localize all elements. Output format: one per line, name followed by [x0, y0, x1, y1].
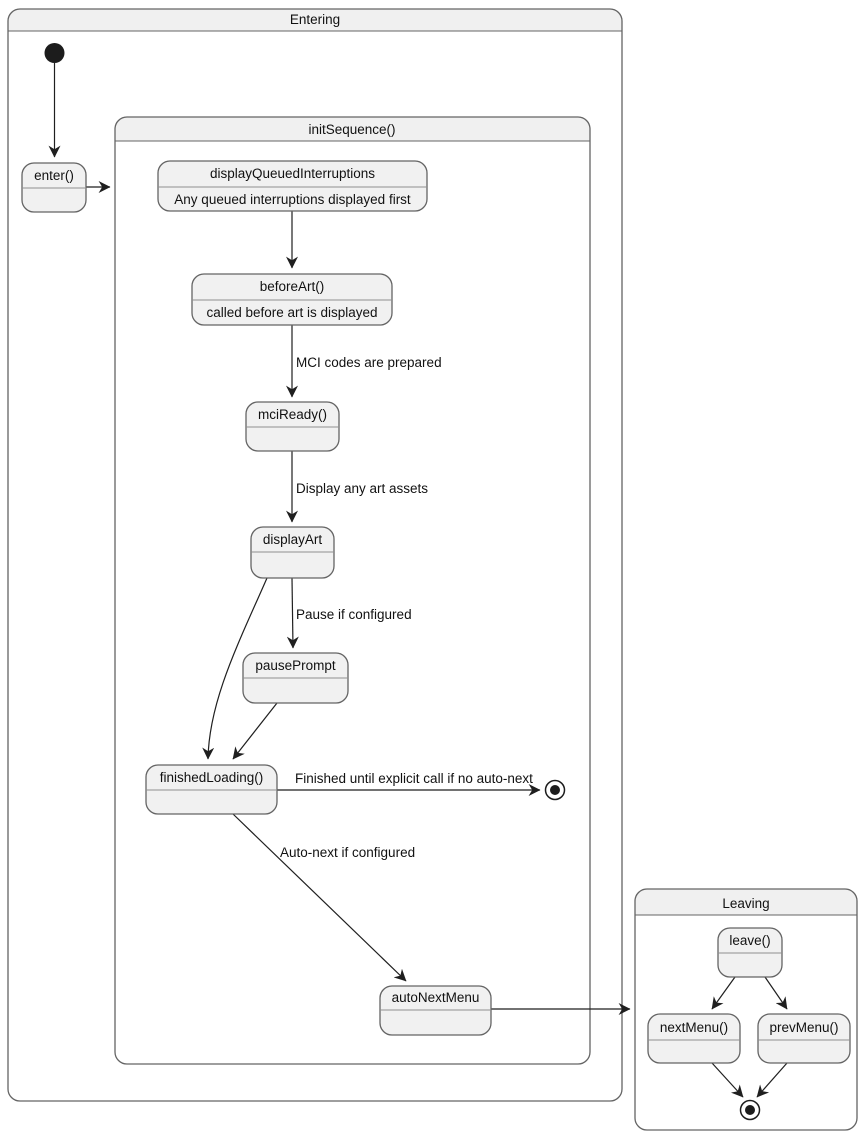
- entering-border: [7, 8, 623, 1102]
- init-sequence-title: initSequence(): [308, 122, 395, 137]
- init-sequence-header: [115, 117, 590, 141]
- final-state-init-sequence: [544, 779, 566, 801]
- entering-header: [8, 9, 622, 31]
- state-display-queued-interruptions-label: displayQueuedInterruptions: [210, 166, 375, 181]
- leaving-header: [635, 889, 857, 915]
- state-leave: leave(): [717, 927, 783, 978]
- state-prev-menu-label: prevMenu(): [769, 1020, 838, 1035]
- composite-state-leaving: Leaving: [634, 888, 858, 1131]
- state-enter: enter(): [21, 162, 87, 213]
- transition-leave-to-prev-menu: [764, 976, 788, 1010]
- state-before-art: beforeArt() called before art is display…: [191, 273, 393, 326]
- state-display-art: displayArt: [250, 526, 335, 579]
- transition-prev-menu-to-final: [756, 1062, 788, 1098]
- state-prev-menu-box: [757, 1013, 851, 1064]
- entering-title: Entering: [290, 12, 340, 27]
- state-pause-prompt: pausePrompt: [242, 652, 349, 704]
- transition-display-art-to-pause-prompt: [286, 577, 299, 649]
- transition-label-mci-codes: MCI codes are prepared: [296, 355, 442, 370]
- init-sequence-border: [114, 116, 591, 1065]
- transition-display-art-to-finished-loading: [202, 577, 268, 760]
- state-display-queued-interruptions-box: [157, 160, 428, 212]
- state-mci-ready-label: mciReady(): [258, 407, 327, 422]
- state-enter-label: enter(): [34, 168, 74, 183]
- transition-label-display-assets: Display any art assets: [296, 481, 428, 496]
- transition-pause-prompt-to-finished-loading: [232, 702, 278, 760]
- final-state-leaving: [739, 1099, 761, 1121]
- state-next-menu-label: nextMenu(): [660, 1020, 728, 1035]
- transition-leave-to-next-menu: [711, 976, 736, 1010]
- state-auto-next-menu-label: autoNextMenu: [392, 990, 480, 1005]
- state-finished-loading: finishedLoading(): [145, 764, 278, 815]
- state-before-art-label: beforeArt(): [260, 279, 325, 294]
- state-next-menu-box: [647, 1013, 741, 1064]
- transition-label-auto-next: Auto-next if configured: [280, 845, 415, 860]
- state-mci-ready: mciReady(): [245, 401, 340, 452]
- state-next-menu: nextMenu(): [647, 1013, 741, 1064]
- state-pause-prompt-label: pausePrompt: [255, 658, 336, 673]
- state-display-art-label: displayArt: [263, 532, 323, 547]
- final-state-init-sequence-dot: [550, 785, 560, 795]
- leaving-border: [634, 888, 858, 1131]
- composite-state-init-sequence: initSequence(): [114, 116, 591, 1065]
- state-auto-next-menu: autoNextMenu: [379, 985, 492, 1036]
- state-prev-menu: prevMenu(): [757, 1013, 851, 1064]
- state-display-queued-interruptions-description: Any queued interruptions displayed first: [174, 192, 411, 207]
- initial-state-dot: [44, 43, 65, 63]
- state-display-queued-interruptions: displayQueuedInterruptions Any queued in…: [157, 160, 428, 212]
- state-leave-label: leave(): [729, 933, 770, 948]
- transition-label-pause: Pause if configured: [296, 607, 412, 622]
- transition-finished-loading-to-auto-next-menu: [232, 813, 407, 982]
- state-before-art-description: called before art is displayed: [206, 305, 377, 320]
- final-state-leaving-dot: [745, 1105, 755, 1115]
- leaving-title: Leaving: [722, 896, 769, 911]
- state-finished-loading-label: finishedLoading(): [160, 770, 264, 785]
- transition-label-finished: Finished until explicit call if no auto-…: [295, 771, 533, 786]
- composite-state-entering: Entering: [7, 8, 623, 1102]
- transition-next-menu-to-final: [711, 1062, 744, 1098]
